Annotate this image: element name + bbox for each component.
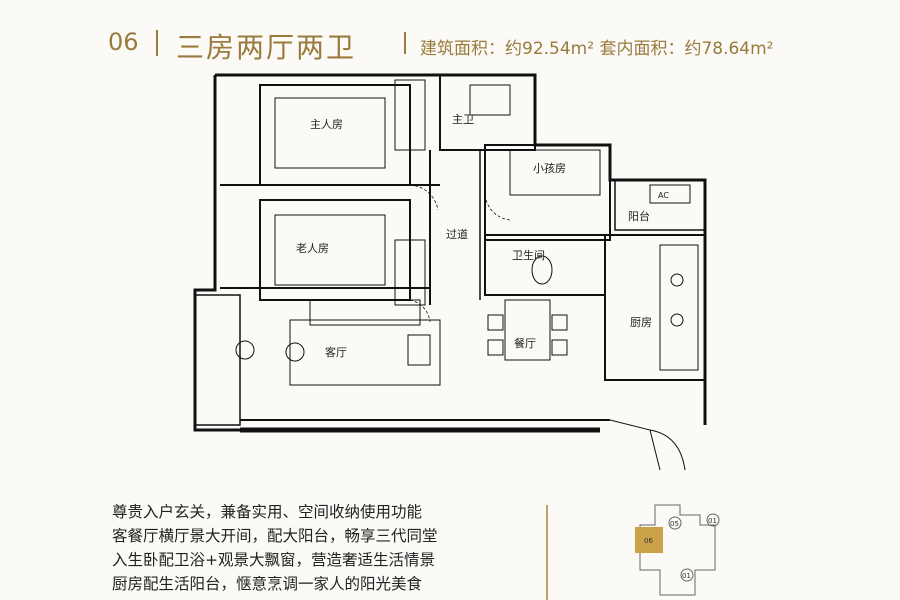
label-living-room: 客厅 (325, 345, 347, 359)
key-label-06: 06 (644, 537, 653, 545)
key-plan: 05 01 06 01 (635, 504, 720, 596)
key-label-01: 01 (708, 517, 717, 525)
key-label-01b: 01 (682, 572, 691, 580)
header-divider (156, 30, 158, 56)
highlighted-unit (635, 527, 663, 553)
floor-plan: 主人房 主卫 小孩房 过道 老人房 卫生间 阳台 客厅 餐厅 厨房 AC (193, 73, 707, 471)
label-bathroom: 卫生间 (512, 248, 545, 262)
unit-type-title: 三房两厅两卫 (176, 31, 357, 64)
vertical-divider (546, 505, 548, 600)
label-master-bedroom: 主人房 (310, 118, 343, 131)
header-divider-2 (404, 32, 406, 54)
label-master-bath: 主卫 (452, 113, 474, 126)
area-info: 建筑面积：约92.54m² 套内面积：约78.64m² (420, 39, 774, 59)
description: 尊贵入户玄关，兼备实用、空间收纳使用功能 客餐厅横厅景大开间，配大阳台，畅享三代… (96, 500, 516, 596)
description-line: 尊贵入户玄关，兼备实用、空间收纳使用功能 (112, 503, 423, 521)
description-line: 入生卧配卫浴+观景大飘窗，营造奢适生活情景 (112, 551, 435, 569)
label-elder-room: 老人房 (296, 242, 329, 255)
header: 06 三房两厅两卫 建筑面积：约92.54m² 套内面积：约78.64m² (0, 0, 900, 70)
label-corridor: 过道 (446, 227, 468, 241)
key-label-05: 05 (670, 520, 679, 528)
label-balcony: 阳台 (628, 209, 650, 223)
label-kitchen: 厨房 (630, 316, 652, 329)
label-ac: AC (658, 191, 669, 200)
label-child-room: 小孩房 (533, 162, 566, 175)
unit-number: 06 (108, 28, 139, 56)
label-dining-room: 餐厅 (514, 336, 536, 350)
description-line: 客餐厅横厅景大开间，配大阳台，畅享三代同堂 (112, 527, 438, 545)
description-line: 厨房配生活阳台，惬意烹调一家人的阳光美食 (112, 575, 423, 593)
